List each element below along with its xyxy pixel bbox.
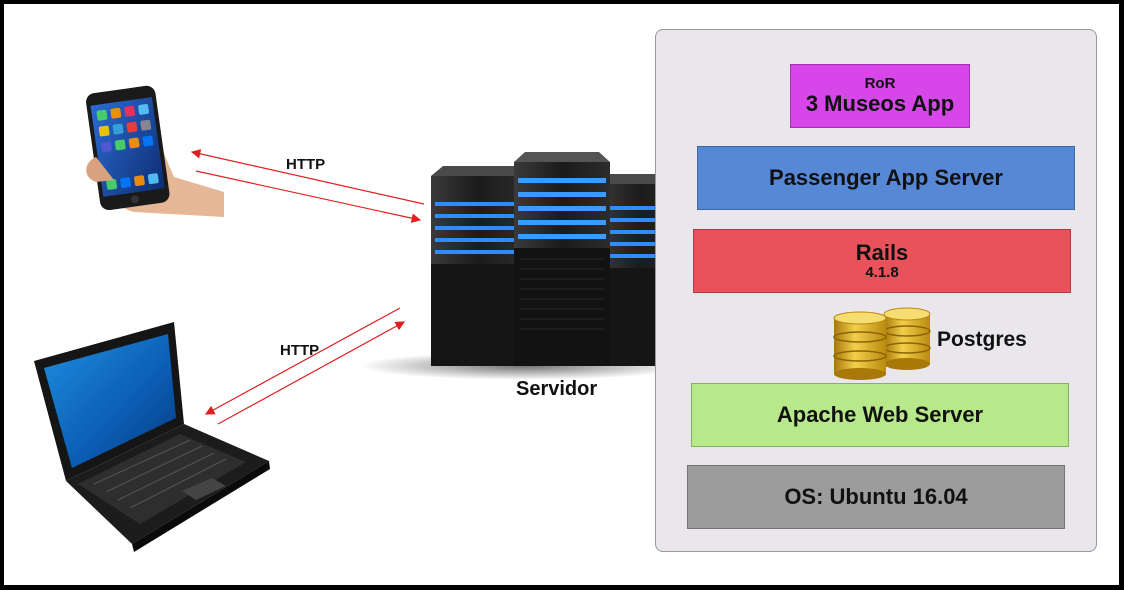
server-label: Servidor — [516, 378, 598, 400]
http-label-laptop: HTTP — [280, 342, 320, 359]
os-label: OS: Ubuntu 16.04 — [784, 484, 968, 509]
rails-version: 4.1.8 — [865, 264, 899, 281]
http-label-phone: HTTP — [286, 156, 326, 173]
postgres-label: Postgres — [937, 328, 1027, 351]
architecture-diagram: HTTP HTTP Servidor RoR 3 Museos App Pass… — [4, 4, 1119, 585]
passenger-layer: Passenger App Server — [697, 146, 1075, 210]
database-icon — [833, 307, 931, 380]
phone-response-arrow — [195, 170, 422, 223]
rails-layer: Rails 4.1.8 — [693, 229, 1071, 293]
smartphone-icon — [86, 85, 224, 217]
phone-request-arrow — [190, 149, 425, 205]
http-arrows — [190, 149, 425, 425]
apache-layer: Apache Web Server — [691, 383, 1069, 447]
app-name: 3 Museos App — [805, 91, 955, 116]
ror-label: RoR — [864, 75, 896, 92]
apache-label: Apache Web Server — [776, 402, 984, 427]
os-layer: OS: Ubuntu 16.04 — [687, 465, 1065, 529]
laptop-icon — [34, 322, 270, 552]
ror-app-layer: RoR 3 Museos App — [790, 64, 970, 128]
passenger-label: Passenger App Server — [769, 165, 1003, 190]
rails-label: Rails — [855, 240, 909, 265]
laptop-response-arrow — [204, 307, 401, 415]
laptop-request-arrow — [217, 321, 406, 425]
